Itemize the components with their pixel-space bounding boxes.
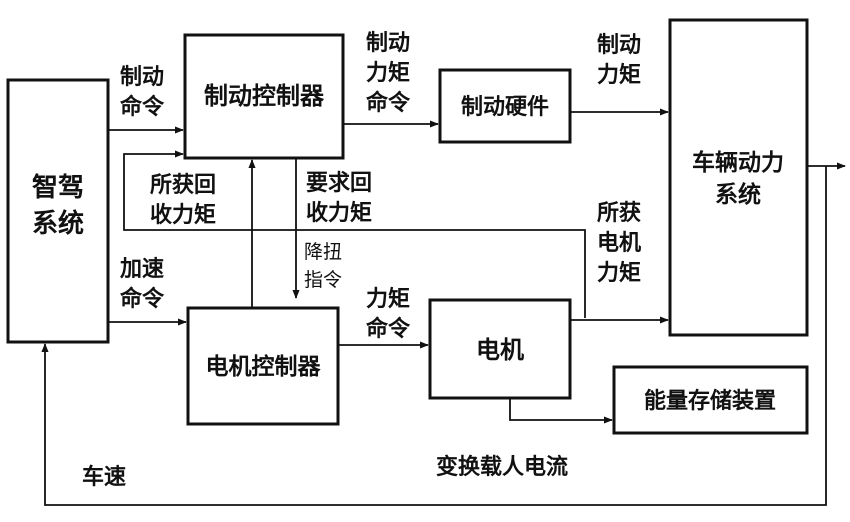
svg-text:力矩: 力矩	[597, 260, 641, 286]
svg-text:电机: 电机	[597, 231, 641, 256]
svg-text:加速: 加速	[119, 256, 164, 282]
svg-text:力矩: 力矩	[366, 286, 410, 312]
svg-text:力矩: 力矩	[597, 62, 641, 88]
svg-text:制动控制器: 制动控制器	[204, 82, 325, 110]
svg-text:命令: 命令	[120, 286, 165, 312]
obtained-motor-torque-label: 所获 电机 力矩	[597, 201, 641, 286]
obtained-regen-torque-label: 所获回 收力矩	[150, 173, 216, 228]
svg-text:能量存储装置: 能量存储装置	[644, 388, 776, 414]
svg-text:电机: 电机	[476, 336, 524, 364]
vehicle-speed-label: 车速	[82, 464, 126, 490]
obtained-regen-torque-path	[123, 150, 586, 318]
svg-text:指令: 指令	[304, 269, 342, 291]
svg-text:命令: 命令	[120, 94, 165, 120]
svg-text:命令: 命令	[366, 90, 411, 116]
svg-text:车辆动力: 车辆动力	[692, 149, 784, 176]
svg-text:要求回: 要求回	[306, 171, 372, 196]
brake-hardware-box: 制动硬件	[438, 68, 572, 144]
brake-torque-command-label: 制动 力矩 命令	[366, 31, 411, 116]
motor-controller-box: 电机控制器	[186, 306, 340, 426]
svg-text:制动: 制动	[597, 33, 641, 58]
energy-storage-arrow	[509, 398, 613, 424]
requested-regen-torque-label: 要求回 收力矩	[306, 171, 372, 226]
svg-text:电机控制器: 电机控制器	[206, 353, 322, 380]
svg-text:系统: 系统	[715, 181, 761, 208]
motor-box: 电机	[428, 298, 572, 400]
svg-text:力矩: 力矩	[366, 60, 410, 86]
torque-reduction-command-label: 降扭 指令	[304, 241, 342, 291]
svg-text:所获: 所获	[597, 201, 641, 226]
brake-controller-box: 制动控制器	[183, 33, 345, 160]
brake-torque-label: 制动 力矩	[597, 33, 641, 88]
vehicle-speed-feedback-path	[41, 166, 827, 506]
accel-command-label: 加速 命令	[119, 256, 165, 312]
brake-command-label: 制动 命令	[120, 65, 165, 120]
adas-system-box: 智驾 系统	[6, 78, 110, 344]
svg-text:智驾: 智驾	[32, 173, 84, 203]
energy-storage-box: 能量存储装置	[612, 365, 809, 435]
svg-text:系统: 系统	[32, 208, 84, 239]
svg-text:收力矩: 收力矩	[306, 200, 372, 226]
svg-text:收力矩: 收力矩	[150, 202, 216, 228]
svg-text:降扭: 降扭	[304, 241, 342, 263]
conversion-current-label: 变换载人电流	[436, 454, 568, 480]
svg-text:制动: 制动	[120, 65, 164, 90]
svg-text:所获回: 所获回	[150, 173, 216, 198]
svg-text:命令: 命令	[366, 316, 411, 342]
svg-text:制动: 制动	[366, 31, 410, 56]
svg-text:制动硬件: 制动硬件	[461, 95, 549, 120]
torque-command-label: 力矩 命令	[366, 286, 411, 342]
vehicle-powertrain-box: 车辆动力 系统	[668, 18, 809, 337]
